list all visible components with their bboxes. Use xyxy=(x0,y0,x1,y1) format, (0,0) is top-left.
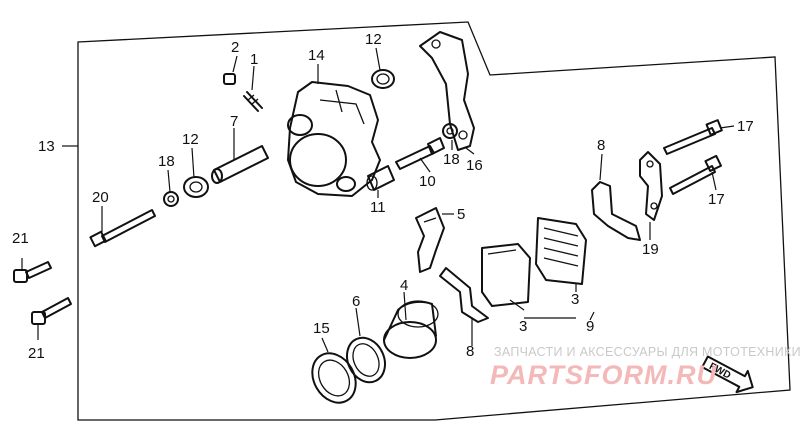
label-19: 19 xyxy=(642,241,659,258)
label-6: 6 xyxy=(352,293,360,310)
mounting-bolt-lower xyxy=(31,297,72,325)
label-16: 16 xyxy=(466,157,483,174)
label-18-left: 18 xyxy=(158,153,175,170)
dust-seal-upper xyxy=(371,69,395,89)
label-14: 14 xyxy=(308,47,325,64)
watermark: ЗАПЧАСТИ И АКСЕССУАРЫ ДЛЯ МОТОТЕХНИКИ PA… xyxy=(490,345,800,390)
bleeder-cap xyxy=(223,73,236,85)
label-15: 15 xyxy=(313,320,330,337)
dust-seal-left xyxy=(183,176,209,198)
label-18-right: 18 xyxy=(443,151,460,168)
label-2: 2 xyxy=(231,39,239,56)
washer-left xyxy=(163,191,179,207)
pin-boot xyxy=(366,165,395,191)
piston-seal xyxy=(346,336,386,384)
label-10: 10 xyxy=(419,173,436,190)
label-21-upper: 21 xyxy=(12,230,29,247)
caliper-piston xyxy=(383,300,439,359)
dust-seal xyxy=(311,352,357,404)
label-11: 11 xyxy=(370,199,386,216)
brake-pad-outer xyxy=(481,243,531,307)
label-21-lower: 21 xyxy=(28,345,45,362)
label-3-lower: 3 xyxy=(519,318,527,335)
washer-right xyxy=(442,123,458,139)
label-8-upper: 8 xyxy=(597,137,605,154)
mounting-bolt-upper xyxy=(13,261,52,283)
label-4: 4 xyxy=(400,277,408,294)
label-8-lower: 8 xyxy=(466,343,474,360)
assembly-frame xyxy=(77,21,791,421)
label-17-upper: 17 xyxy=(737,118,754,135)
caliper-pin xyxy=(211,145,269,184)
part-labels: 2 1 14 12 12 7 18 18 16 10 11 13 20 17 1… xyxy=(12,31,754,362)
pad-shim-lower xyxy=(439,267,489,323)
bolt-long xyxy=(89,209,156,248)
label-3-upper: 3 xyxy=(571,291,579,308)
label-17-lower: 17 xyxy=(708,191,725,208)
watermark-tagline: ЗАПЧАСТИ И АКСЕССУАРЫ ДЛЯ МОТОТЕХНИКИ xyxy=(494,345,800,359)
brake-pad-inner xyxy=(535,217,587,285)
pad-shim-upper xyxy=(591,181,641,241)
watermark-brand: PARTSFORM.RU xyxy=(490,360,717,390)
label-13: 13 xyxy=(38,138,55,155)
caliper-bracket xyxy=(419,31,475,151)
caliper-body xyxy=(287,81,381,197)
label-1: 1 xyxy=(250,51,258,68)
pad-retainer-19 xyxy=(639,151,663,221)
bleeder-screw xyxy=(243,91,263,112)
bracket-bolt-lower xyxy=(669,154,723,195)
label-12-upper: 12 xyxy=(365,31,382,48)
label-7: 7 xyxy=(230,113,238,130)
label-9: 9 xyxy=(586,318,594,335)
label-20: 20 xyxy=(92,189,109,206)
slide-pin xyxy=(395,137,445,170)
label-5: 5 xyxy=(457,206,465,223)
leader-lines xyxy=(21,47,735,353)
label-12-left: 12 xyxy=(182,131,199,148)
bracket-bolt-upper xyxy=(663,119,723,155)
pad-spring xyxy=(415,207,445,273)
